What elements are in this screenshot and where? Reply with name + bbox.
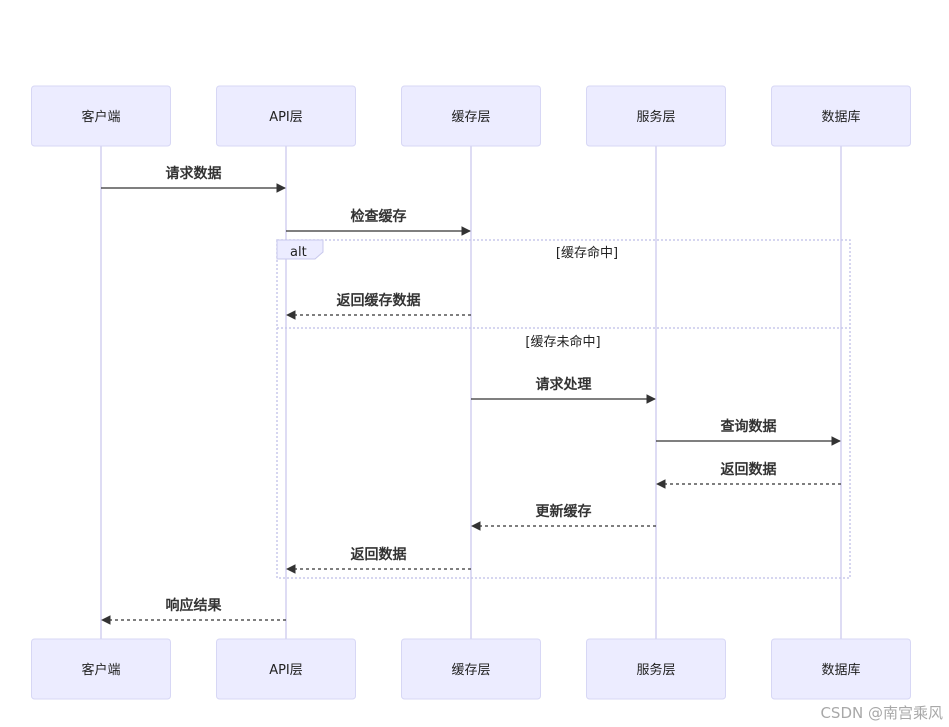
participant-box-db-top	[771, 85, 911, 147]
watermark-text: CSDN @南宫乘风	[820, 704, 943, 722]
participant-box-cache-top	[401, 85, 541, 147]
alt-frame-tab	[276, 239, 324, 260]
message-label-6: 返回数据	[721, 461, 777, 478]
participant-label-client-top: 客户端	[81, 109, 120, 125]
participant-label-client-bottom: 客户端	[81, 662, 120, 678]
participant-box-api-bottom	[216, 638, 356, 700]
participant-box-service-bottom	[586, 638, 726, 700]
participant-label-api-top: API层	[269, 110, 303, 125]
message-label-1: 请求数据	[166, 165, 222, 182]
participant-box-client-top	[31, 85, 171, 147]
alt-condition-miss: [缓存未命中]	[525, 334, 600, 350]
message-label-9: 响应结果	[166, 597, 223, 614]
message-label-5: 查询数据	[721, 418, 777, 435]
message-label-4: 请求处理	[536, 376, 592, 393]
participant-box-cache-bottom	[401, 638, 541, 700]
participant-box-db-bottom	[771, 638, 911, 700]
message-label-7: 更新缓存	[536, 503, 592, 520]
participant-label-service-top: 服务层	[636, 109, 675, 125]
participant-box-api-top	[216, 85, 356, 147]
participant-label-cache-bottom: 缓存层	[451, 663, 490, 678]
participant-label-api-bottom: API层	[269, 663, 303, 678]
participant-label-service-bottom: 服务层	[636, 662, 675, 678]
participant-label-cache-top: 缓存层	[451, 110, 490, 125]
participant-box-client-bottom	[31, 638, 171, 700]
alt-frame-border	[276, 239, 851, 579]
message-label-3: 返回缓存数据	[337, 292, 421, 309]
alt-frame: alt [缓存命中] [缓存未命中]	[276, 239, 851, 579]
alt-condition-hit: [缓存命中]	[556, 245, 618, 261]
alt-keyword: alt	[290, 245, 307, 260]
participant-label-db-bottom: 数据库	[821, 662, 860, 678]
message-label-8: 返回数据	[351, 546, 407, 563]
message-label-2: 检查缓存	[351, 208, 407, 225]
participant-box-service-top	[586, 85, 726, 147]
participant-label-db-top: 数据库	[821, 109, 860, 125]
